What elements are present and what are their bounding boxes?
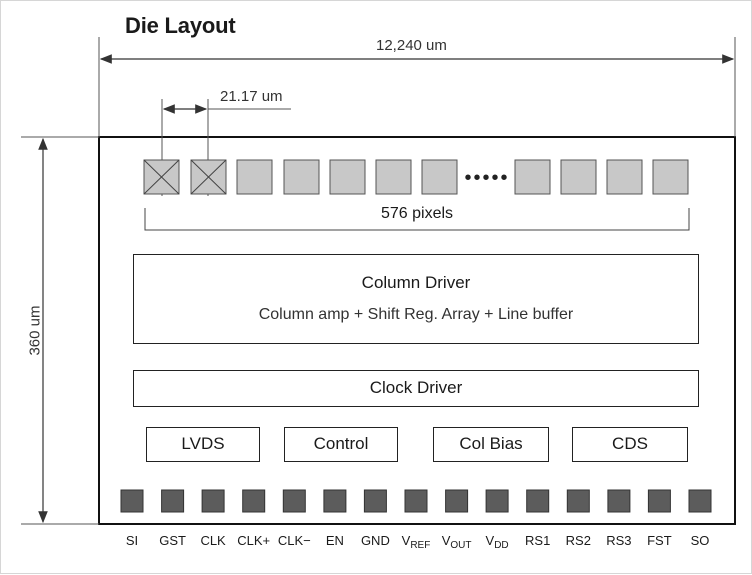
lvds-block: LVDS xyxy=(146,427,260,462)
bond-pad xyxy=(566,489,590,513)
pixel-square xyxy=(375,159,412,195)
pad-label-subscript: DD xyxy=(494,540,509,551)
pixel-square xyxy=(329,159,366,195)
pad-label: RS1 xyxy=(513,533,563,548)
pixel-count-bracket xyxy=(144,208,690,231)
pad-label-main: CLK xyxy=(200,533,226,548)
control-block: Control xyxy=(284,427,398,462)
die-outline xyxy=(98,136,736,525)
bond-pad xyxy=(120,489,144,513)
pad-label-subscript: OUT xyxy=(450,540,472,551)
pad-label-main: SI xyxy=(125,533,139,548)
pad-label: GST xyxy=(148,533,198,548)
pad-label: GND xyxy=(350,533,400,548)
bond-pad xyxy=(282,489,306,513)
pad-label: VOUT xyxy=(432,533,482,551)
bond-pad xyxy=(688,489,712,513)
pad-label-main: EN xyxy=(325,533,344,548)
pad-label: EN xyxy=(310,533,360,548)
pad-label: RS2 xyxy=(553,533,603,548)
pixel-square xyxy=(606,159,643,195)
pixel-square xyxy=(421,159,458,195)
bond-pad xyxy=(363,489,387,513)
pixel-square xyxy=(236,159,273,195)
pad-label-main: CLK+ xyxy=(237,533,271,548)
column-driver-description: Column amp + Shift Reg. Array + Line buf… xyxy=(258,306,574,323)
pixel-square xyxy=(652,159,689,195)
bond-pad xyxy=(607,489,631,513)
cds-block: CDS xyxy=(572,427,688,462)
pitch-dimension-label: 21.17 um xyxy=(220,88,283,105)
pad-label: FST xyxy=(634,533,684,548)
pad-label: SO xyxy=(675,533,725,548)
bond-pad xyxy=(404,489,428,513)
diagram-title: Die Layout xyxy=(125,13,236,38)
bond-pad xyxy=(323,489,347,513)
bond-pad xyxy=(445,489,469,513)
pad-label: VREF xyxy=(391,533,441,551)
column-driver-block: Column Driver Column amp + Shift Reg. Ar… xyxy=(133,254,699,344)
pad-label-main: RS1 xyxy=(525,533,551,548)
pad-label-main: SO xyxy=(690,533,710,548)
pad-label: VDD xyxy=(472,533,522,551)
pad-label: CLK xyxy=(188,533,238,548)
pixel-cross-mark xyxy=(190,159,227,195)
pad-label-subscript: REF xyxy=(410,540,431,551)
bond-pad xyxy=(242,489,266,513)
pad-label: RS3 xyxy=(594,533,644,548)
pixel-square xyxy=(283,159,320,195)
pad-label-main: FST xyxy=(647,533,672,548)
pad-label: SI xyxy=(107,533,157,548)
pad-label-main: GST xyxy=(159,533,186,548)
bond-pad xyxy=(526,489,550,513)
pad-label-main: GND xyxy=(360,533,390,548)
height-dimension-label: 360 um xyxy=(26,305,44,356)
col-bias-block: Col Bias xyxy=(433,427,549,462)
pad-label: CLK− xyxy=(269,533,319,548)
pad-label: CLK+ xyxy=(229,533,279,548)
bond-pad xyxy=(201,489,225,513)
pixel-square xyxy=(514,159,551,195)
pixel-ellipsis: ••••• xyxy=(464,167,509,189)
bond-pad xyxy=(161,489,185,513)
pad-row xyxy=(120,489,712,513)
pad-label-main: V xyxy=(485,533,495,548)
pixel-square xyxy=(560,159,597,195)
pixel-row xyxy=(143,159,689,195)
pixel-count-label: 576 pixels xyxy=(380,205,454,222)
bond-pad xyxy=(647,489,671,513)
bond-pad xyxy=(485,489,509,513)
column-driver-title: Column Driver xyxy=(361,273,471,292)
pad-label-main: V xyxy=(441,533,451,548)
pad-label-main: V xyxy=(401,533,411,548)
pad-label-main: RS2 xyxy=(565,533,591,548)
clock-driver-block: Clock Driver xyxy=(133,370,699,407)
pad-label-main: CLK− xyxy=(277,533,311,548)
width-dimension-label: 12,240 um xyxy=(376,37,447,54)
pad-label-main: RS3 xyxy=(606,533,632,548)
pixel-cross-mark xyxy=(143,159,180,195)
